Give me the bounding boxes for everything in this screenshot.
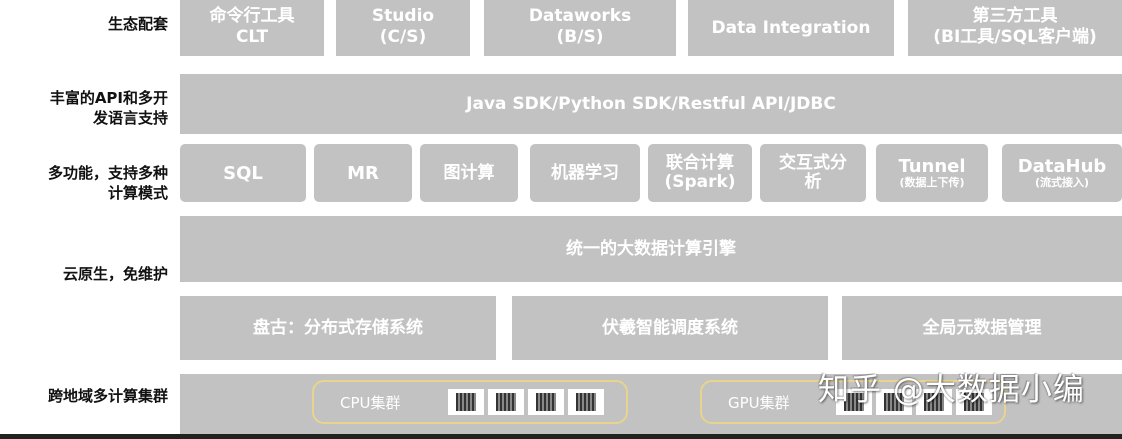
watermark: 知乎 @大数据小编 [818,372,1085,408]
server-rack-icon [568,389,604,415]
box-sql: SQL [180,144,306,202]
box-api-sdk: Java SDK/Python SDK/Restful API/JDBC [180,74,1122,134]
box-unified-engine: 统一的大数据计算引擎 [180,216,1122,282]
box-tunnel: Tunnel (数据上下传) [876,144,988,202]
row-label-api: 丰富的API和多开 发语言支持 [49,89,168,127]
server-rack-icon [528,389,564,415]
box-graph-compute: 图计算 [420,144,518,202]
server-rack-icon [956,389,992,415]
gpu-cluster: GPU集群 [700,380,1006,424]
box-clt: 命令行工具 CLT [180,0,324,56]
box-third-party-tools: 第三方工具 (BI工具/SQL客户端) [908,0,1122,56]
bottom-border [0,434,1122,439]
gpu-cluster-label: GPU集群 [728,393,790,412]
box-studio: Studio (C/S) [336,0,470,56]
box-spark: 联合计算 (Spark) [648,144,752,202]
row-label-cloud-native: 云原生，免维护 [62,265,168,283]
cpu-cluster: CPU集群 [312,380,628,424]
box-data-integration: Data Integration [688,0,894,56]
box-fuxi-scheduler: 伏羲智能调度系统 [512,296,828,360]
box-interactive-analysis: 交互式分 析 [760,144,866,202]
server-rack-icon [448,389,484,415]
row-label-clusters: 跨地域多计算集群 [47,387,168,405]
server-rack-icon [836,389,872,415]
box-machine-learning: 机器学习 [530,144,640,202]
server-rack-icon [488,389,524,415]
box-mr: MR [314,144,412,202]
server-rack-icon [876,389,912,415]
row-label-compute-modes: 多功能，支持多种 计算模式 [47,164,168,202]
row-label-ecosystem: 生态配套 [107,15,168,33]
box-global-metadata: 全局元数据管理 [842,296,1122,360]
box-datahub: DataHub (流式接入) [1002,144,1122,202]
server-rack-icon [916,389,952,415]
cpu-cluster-label: CPU集群 [340,393,401,412]
box-dataworks: Dataworks (B/S) [484,0,676,56]
box-pangu-storage: 盘古：分布式存储系统 [180,296,496,360]
